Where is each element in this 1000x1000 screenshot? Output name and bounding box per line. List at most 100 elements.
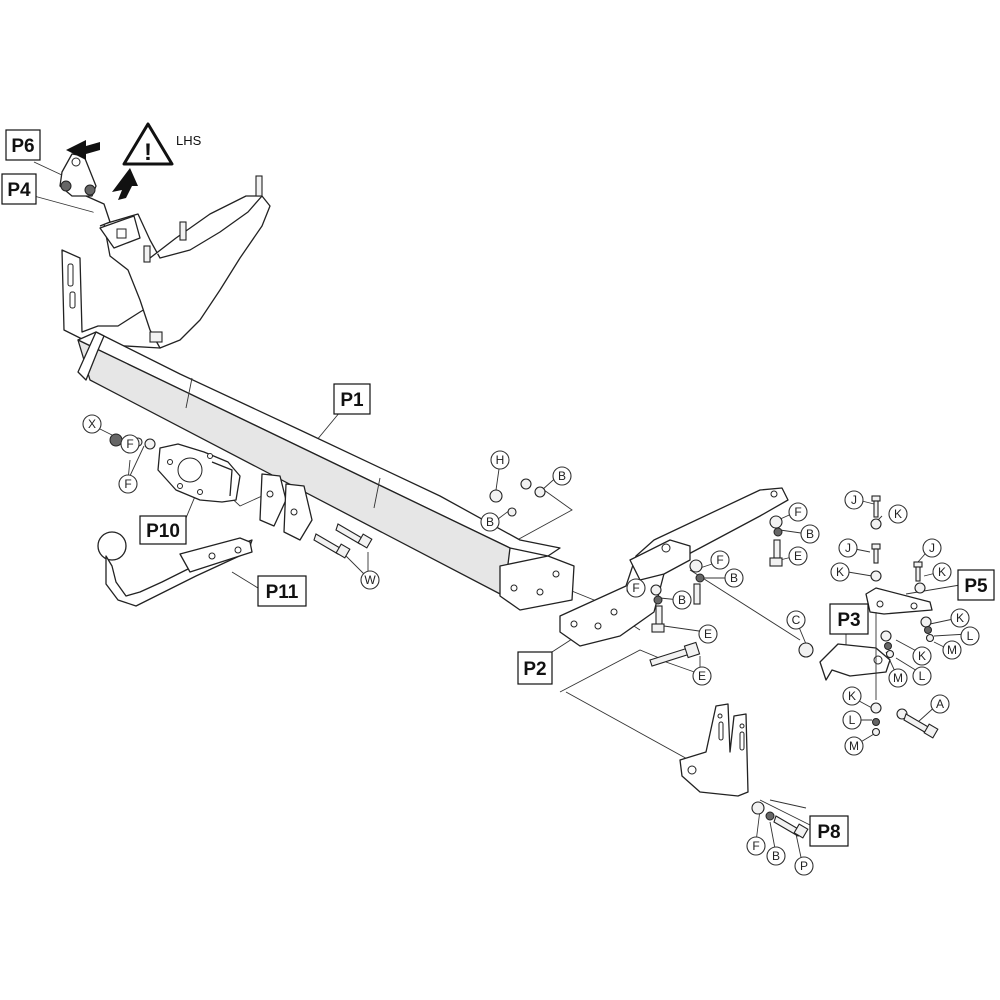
callout-circle — [490, 450, 510, 470]
callout-letter: K — [836, 565, 844, 579]
callout-circle — [788, 502, 808, 522]
callout-marker: E — [692, 666, 712, 686]
fasteners-j-k-l-m — [870, 495, 939, 739]
callout-circle — [800, 524, 820, 544]
part-label-box — [257, 575, 307, 607]
part-label-box — [809, 815, 849, 847]
callout-marker: P — [794, 856, 814, 876]
callout-circle — [788, 546, 808, 566]
callout-circle — [552, 466, 572, 486]
part-label-text: P6 — [11, 136, 34, 157]
callout-letter: F — [126, 437, 133, 451]
direction-arrows — [66, 140, 138, 200]
part-label-p5: P5 — [957, 569, 995, 601]
callout-marker: B — [672, 590, 692, 610]
part-label-p10: P10 — [139, 515, 187, 545]
callout-letter: M — [849, 739, 859, 753]
callout-marker: L — [960, 626, 980, 646]
callout-circle — [930, 694, 950, 714]
callout-marker: J — [838, 538, 858, 558]
callout-marker: K — [888, 504, 908, 524]
callout-marker: F — [710, 550, 730, 570]
callout-marker: J — [922, 538, 942, 558]
callout-letter: A — [936, 697, 944, 711]
callout-marker: K — [842, 686, 862, 706]
fasteners-f-b-e — [649, 515, 783, 667]
bolts-w — [313, 523, 373, 559]
callout-marker: F — [120, 434, 140, 454]
callout-circle — [710, 550, 730, 570]
callout-circle — [922, 538, 942, 558]
callout-marker: F — [788, 502, 808, 522]
part-label-text: P8 — [817, 822, 840, 843]
callout-marker: W — [360, 570, 380, 590]
callout-circle — [842, 686, 862, 706]
callout-marker: B — [766, 846, 786, 866]
callout-letter: K — [894, 507, 902, 521]
callout-circle — [950, 608, 970, 628]
callout-marker: C — [786, 610, 806, 630]
callout-circle — [766, 846, 786, 866]
callout-marker: K — [932, 562, 952, 582]
callout-letter: F — [752, 839, 759, 853]
callout-letter: B — [486, 515, 494, 529]
part-label-text: P11 — [266, 582, 299, 603]
callout-letter: K — [918, 649, 926, 663]
link-plate-p6 — [59, 153, 111, 227]
callout-letter: J — [845, 541, 851, 555]
part-label-p8: P8 — [809, 815, 849, 847]
callout-marker: F — [626, 578, 646, 598]
callout-marker: M — [844, 736, 864, 756]
callout-circle — [842, 710, 862, 730]
callout-circle — [960, 626, 980, 646]
part-label-box — [333, 383, 371, 415]
callout-circle — [844, 490, 864, 510]
callout-circle — [912, 646, 932, 666]
part-label-box — [517, 651, 553, 685]
part-label-p11: P11 — [257, 575, 307, 607]
callout-letter: B — [678, 593, 686, 607]
callout-circle — [794, 856, 814, 876]
callout-circle — [932, 562, 952, 582]
callout-letter: M — [893, 671, 903, 685]
part-label-text: P5 — [964, 576, 988, 597]
warning-symbol: ! — [144, 139, 152, 166]
bracket-p5 — [865, 587, 933, 615]
hitch-plate-p10 — [157, 443, 241, 503]
callout-letter: F — [124, 477, 131, 491]
callout-letter: C — [792, 613, 801, 627]
callout-circle — [672, 590, 692, 610]
callout-marker: M — [942, 640, 962, 660]
part-label-p1: P1 — [333, 383, 371, 415]
callout-circle — [786, 610, 806, 630]
callout-letter: E — [794, 549, 802, 563]
warning-sign: ! LHS — [122, 122, 202, 166]
callout-letter: P — [800, 859, 808, 873]
callout-letter: J — [929, 541, 935, 555]
part-label-p3: P3 — [829, 603, 869, 635]
callout-circle — [626, 578, 646, 598]
callout-letter: F — [632, 581, 639, 595]
callout-circle — [830, 562, 850, 582]
callout-marker: B — [552, 466, 572, 486]
callout-circle — [118, 474, 138, 494]
part-label-box — [957, 569, 995, 601]
fasteners-f-b-p — [751, 801, 809, 839]
callout-letter: E — [698, 669, 706, 683]
callout-letter: L — [967, 629, 974, 643]
callout-circle — [838, 538, 858, 558]
callout-circle — [698, 624, 718, 644]
callout-letter: B — [806, 527, 814, 541]
warning-side-text: LHS — [176, 133, 202, 148]
callout-marker: A — [930, 694, 950, 714]
callout-marker: J — [844, 490, 864, 510]
callout-circle — [844, 736, 864, 756]
main-crossbar-p1 — [77, 331, 575, 611]
callout-letter: K — [956, 611, 964, 625]
part-label-box — [1, 173, 37, 205]
callout-letter: F — [716, 553, 723, 567]
callout-letter: J — [851, 493, 857, 507]
part-label-text: P1 — [340, 390, 364, 411]
